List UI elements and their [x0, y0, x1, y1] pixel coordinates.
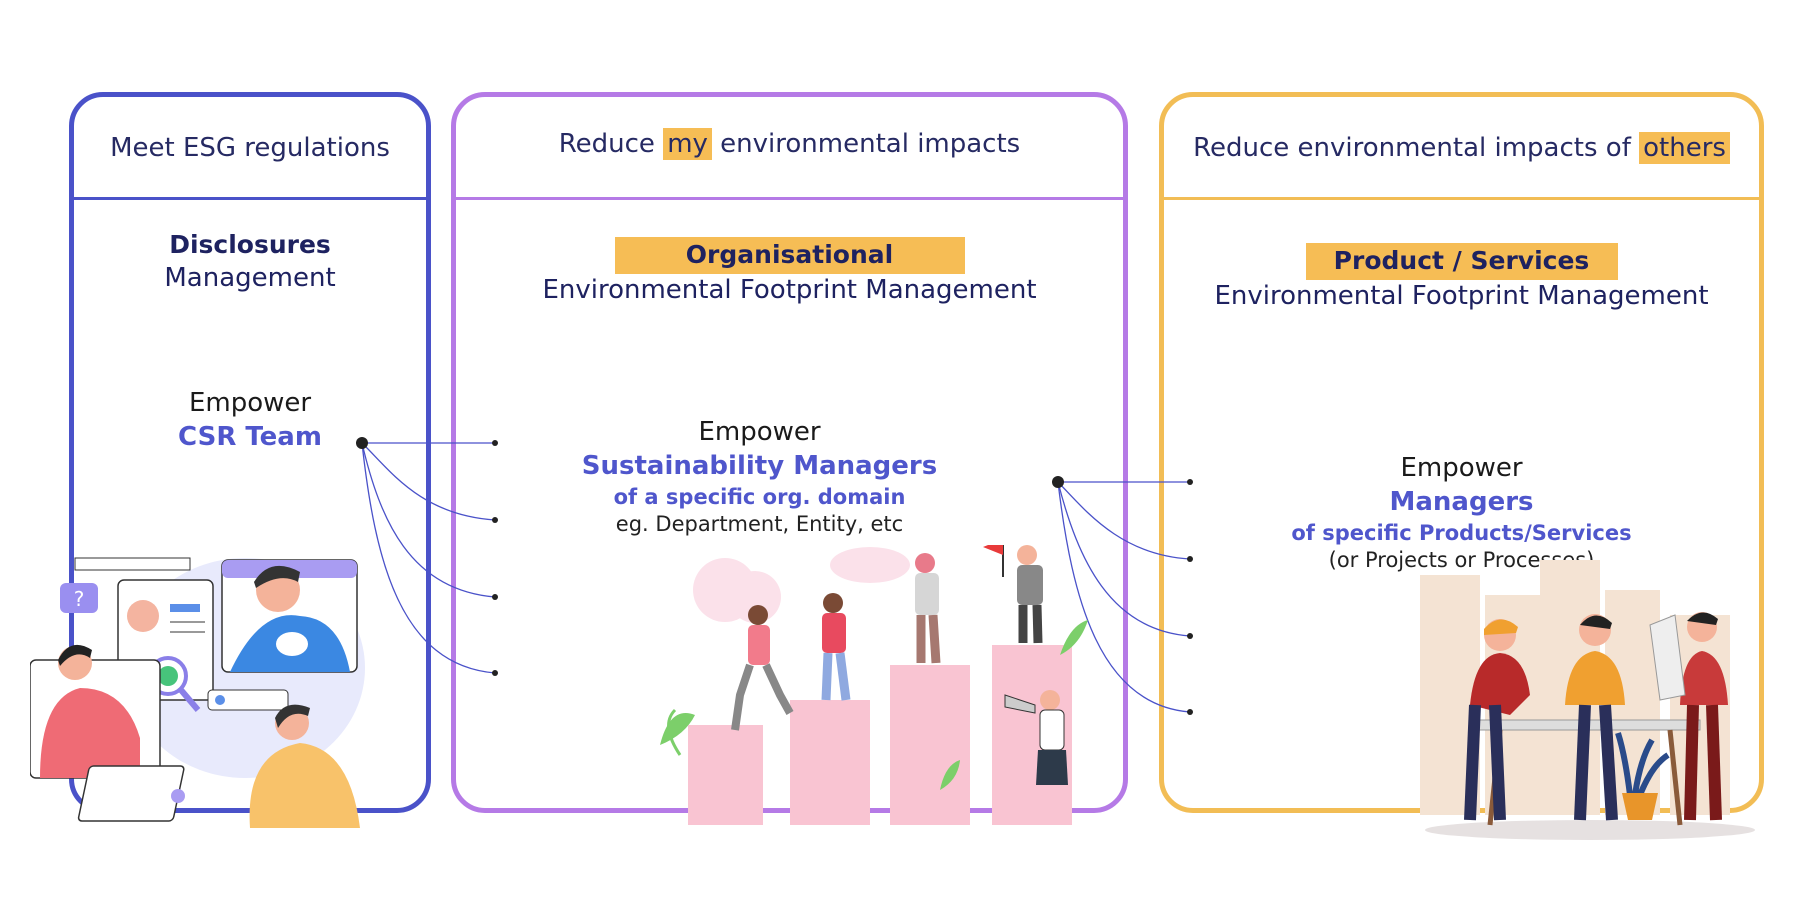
panel-my-impacts: Reduce my environmental impacts Organisa…	[451, 92, 1128, 813]
connector-end-dot	[1187, 556, 1193, 562]
panel-divider	[1164, 197, 1759, 200]
panel-heading: Organisational Environmental Footprint M…	[456, 237, 1123, 307]
checkmark-badge-icon	[158, 666, 178, 686]
heading-sub: Environmental Footprint Management	[542, 274, 1037, 305]
audience-label: Sustainability Managers	[581, 450, 938, 481]
connector-origin-dot	[356, 437, 368, 449]
connector-end-dot	[1187, 633, 1193, 639]
connector-line	[1057, 481, 1191, 637]
megaphone-icon	[1004, 694, 1036, 714]
connector-end-dot	[492, 670, 498, 676]
flag-icon	[983, 545, 1003, 555]
heading-bold: Disclosures	[169, 230, 331, 259]
svg-text:?: ?	[74, 587, 85, 611]
goal-title: Reduce my environmental impacts	[456, 128, 1123, 160]
csr-team-illustration: ?	[30, 557, 365, 828]
empower-block: Empower CSR Team	[74, 387, 426, 455]
audience-detail: of a specific org. domain	[613, 484, 906, 509]
connector-line	[1057, 481, 1191, 713]
goal-highlight: others	[1639, 132, 1730, 164]
panel-heading: Disclosures Management	[74, 229, 426, 295]
connector-end-dot	[1187, 479, 1193, 485]
audience-label: CSR Team	[178, 421, 322, 452]
heading-tag: Product / Services	[1305, 243, 1618, 280]
question-mark-icon	[60, 583, 98, 613]
audience-example: eg. Department, Entity, etc	[615, 511, 904, 536]
panel-heading: Product / Services Environmental Footpri…	[1164, 243, 1759, 313]
goal-post: environmental impacts	[711, 129, 1021, 159]
empower-label: Empower	[188, 388, 312, 418]
goal-title: Reduce environmental impacts of others	[1164, 132, 1759, 164]
empower-block: Empower Sustainability Managers of a spe…	[516, 416, 1003, 538]
connector-end-dot	[492, 594, 498, 600]
empower-label: Empower	[1400, 453, 1523, 483]
connector-line	[1057, 481, 1191, 560]
goal-highlight: my	[663, 128, 712, 160]
goal-pre: Reduce environmental impacts of	[1193, 133, 1640, 163]
empower-label: Empower	[698, 417, 821, 447]
heading-tag: Organisational	[614, 237, 965, 274]
connector-line	[361, 442, 496, 674]
audience-detail: of specific Products/Services	[1291, 520, 1632, 545]
connector-line	[361, 442, 496, 521]
goal-title: Meet ESG regulations	[110, 133, 390, 163]
heading-sub: Environmental Footprint Management	[1214, 280, 1709, 311]
heading-sub: Management	[164, 262, 336, 293]
panel-divider	[456, 197, 1123, 200]
connector-origin-dot	[1052, 476, 1064, 488]
goal-pre: Reduce	[558, 129, 664, 159]
sustainability-podium-illustration	[660, 545, 1088, 825]
panel-divider	[74, 197, 426, 200]
connector-end-dot	[492, 517, 498, 523]
product-team-illustration	[1420, 560, 1755, 840]
connector-end-dot	[492, 440, 498, 446]
connector-line	[361, 442, 496, 598]
connector-end-dot	[1187, 709, 1193, 715]
audience-label: Managers	[1389, 486, 1534, 517]
